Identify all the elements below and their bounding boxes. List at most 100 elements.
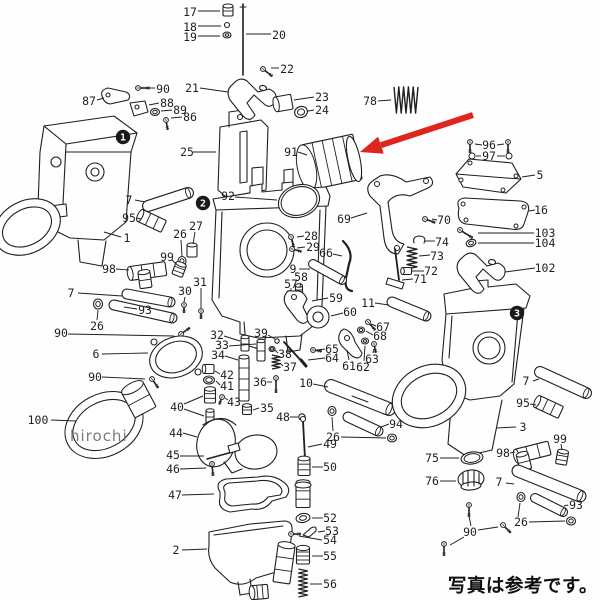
screw-90d1 (466, 502, 472, 517)
part-label-34: 34 (211, 348, 239, 362)
part-number-text: 22 (280, 62, 294, 76)
part-number-text: 99 (553, 432, 567, 446)
part-number-text: 38 (278, 347, 292, 361)
part-number-text: 98 (496, 446, 510, 460)
part-label-17: 17 (183, 5, 220, 19)
part-number-text: 98 (102, 262, 116, 276)
part-number-text: 71 (413, 272, 427, 286)
washer-104 (465, 238, 477, 248)
part-label-58: 58 (294, 270, 308, 288)
part-label-60: 60 (330, 305, 357, 319)
part-number-text: 25 (180, 145, 194, 159)
part-label-91: 91 (284, 145, 308, 159)
float-44-right (234, 434, 278, 470)
fork-21 (227, 78, 277, 120)
part-number-text: 31 (193, 275, 207, 289)
svg-text:2: 2 (200, 199, 206, 210)
rod-93a (108, 299, 178, 324)
part-label-18: 18 (183, 20, 221, 34)
ring-26c2 (386, 433, 398, 443)
screw-86 (163, 117, 170, 130)
tee-98a-branch (137, 269, 153, 290)
part-number-text: 16 (534, 203, 548, 217)
part-number-text: 95 (516, 396, 530, 410)
part-label-54: 54 (298, 533, 337, 547)
ring-19 (222, 31, 232, 39)
part-number-text: 41 (220, 379, 234, 393)
rod-71 (394, 248, 400, 281)
part-label-10: 10 (299, 376, 329, 390)
jet-33 (256, 338, 266, 362)
oring-75 (460, 451, 484, 465)
pin-28 (288, 234, 296, 248)
part-label-76: 76 (425, 474, 456, 488)
part-number-text: 49 (323, 437, 337, 451)
part-label-46: 46 (166, 462, 207, 476)
rod-7b (121, 288, 176, 308)
part-label-41: 41 (215, 379, 234, 393)
part-number-text: 90 (54, 326, 68, 340)
slide-25-slot (239, 130, 248, 184)
gasket-16-holes (460, 201, 527, 229)
funnel-100-throat (121, 380, 157, 419)
screw-30 (181, 302, 187, 313)
part-number-text: 35 (260, 401, 274, 415)
part-number-text: 30 (178, 284, 192, 298)
part-number-text: 36 (253, 375, 267, 389)
part-number-text: 75 (425, 451, 439, 465)
svg-text:1: 1 (120, 133, 126, 144)
top-cover-5 (455, 158, 522, 194)
part-label-70: 70 (431, 213, 451, 227)
washers-97 (468, 152, 513, 160)
bracket-59-hole (290, 293, 298, 301)
screw-70 (422, 216, 436, 225)
adapter-6-ear-a (150, 338, 158, 346)
part-label-88: 88 (148, 96, 174, 110)
part-number-text: 76 (425, 474, 439, 488)
part-number-text: 93 (138, 303, 152, 317)
part-label-87: 87 (82, 94, 105, 108)
part-label-94: 94 (380, 417, 403, 431)
part-label-98: 98 (102, 262, 130, 276)
part-number-text: 90 (88, 370, 102, 384)
part-number-text: 42 (220, 368, 234, 382)
part-number-text: 50 (323, 460, 337, 474)
rod-49-head (299, 415, 307, 423)
bracket-88-hole (134, 104, 140, 110)
part-label-21: 21 (185, 81, 229, 95)
part-label-50: 50 (312, 460, 337, 474)
part-number-text: 40 (170, 400, 184, 414)
rod-11 (386, 296, 432, 322)
part-number-text: 103 (535, 226, 556, 240)
part-label-16: 16 (528, 203, 548, 217)
part-label-6: 6 (93, 347, 149, 361)
part-number-text: 57 (284, 277, 298, 291)
part-label-1: 1 (103, 231, 131, 245)
part-label-73: 73 (418, 249, 444, 263)
part-number-text: 54 (323, 533, 337, 547)
part-number-text: 63 (365, 352, 379, 366)
cap-76-base (460, 481, 482, 491)
part-number-text: 88 (160, 96, 174, 110)
carb3-inner-lines (448, 311, 519, 383)
part-label-52: 52 (312, 511, 337, 525)
part-number-text: 78 (363, 94, 377, 108)
part-label-26: 26 (514, 502, 566, 529)
part-label-42: 42 (214, 368, 234, 382)
part-number-text: 74 (435, 235, 449, 249)
screw-31 (198, 308, 204, 319)
bracket-59 (283, 290, 310, 324)
part-number-text: 92 (221, 189, 235, 203)
part-label-93: 93 (123, 303, 152, 317)
cam-61 (338, 328, 363, 359)
part-number-text: 6 (93, 347, 100, 361)
part-number-text: 72 (424, 264, 438, 278)
pump-plunger (248, 583, 270, 600)
part-label-98: 98 (496, 446, 516, 460)
part-number-text: 73 (430, 249, 444, 263)
part-number-text: 56 (323, 577, 337, 591)
part-label-48: 48 (276, 410, 298, 424)
pin-43 (217, 394, 225, 405)
part-number-text: 90 (463, 525, 477, 539)
part-number-text: 44 (169, 426, 183, 440)
